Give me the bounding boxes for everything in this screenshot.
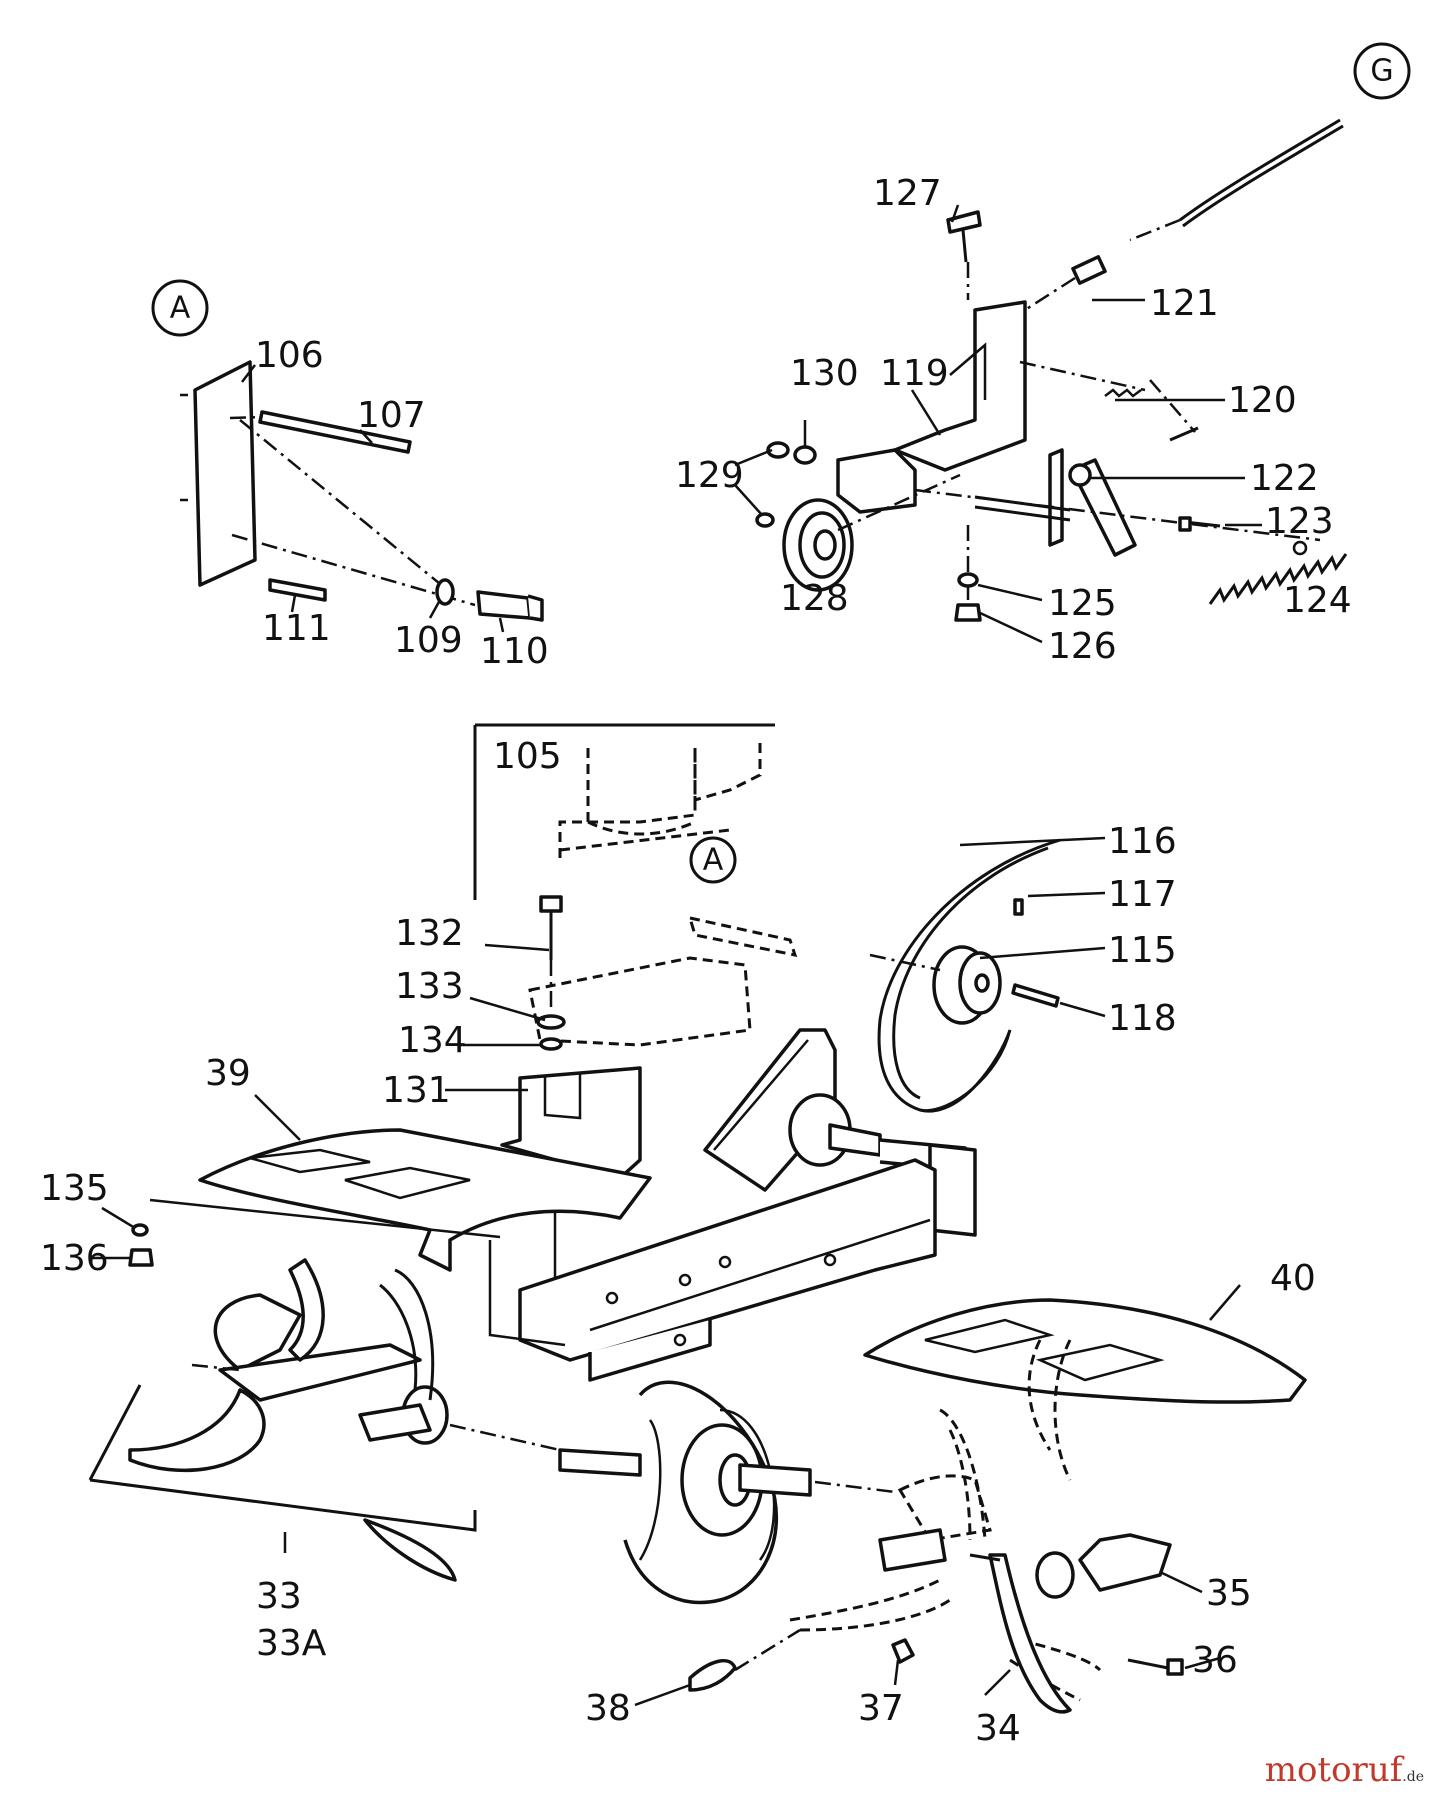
tine-blade-1: [128, 1388, 266, 1473]
cable: [1179, 118, 1341, 222]
label-106: 106: [255, 335, 324, 376]
label-119: 119: [880, 353, 949, 394]
stud-111: [268, 578, 327, 602]
label-117: 117: [1108, 874, 1177, 915]
detail-g-letter: G: [1370, 54, 1393, 89]
label-34: 34: [975, 1708, 1021, 1749]
nut-37: [891, 1638, 915, 1664]
label-33a: 33A: [256, 1623, 327, 1664]
label-129: 129: [675, 455, 744, 496]
label-118: 118: [1108, 998, 1177, 1039]
tine-shaft-left: [358, 1403, 432, 1442]
label-120: 120: [1228, 380, 1297, 421]
label-121: 121: [1150, 283, 1219, 324]
pin-118: [1011, 983, 1060, 1008]
lever-plate: [1048, 448, 1064, 547]
label-105: 105: [493, 736, 562, 777]
tine-35: [1078, 1533, 1172, 1592]
label-40: 40: [1270, 1258, 1316, 1299]
label-115: 115: [1108, 930, 1177, 971]
watermark-brand: motoruf: [1264, 1750, 1403, 1790]
mounting-plate: [193, 360, 257, 587]
part-labels: 127 121 120 130 119 129 122 123 124 128 …: [40, 173, 1352, 1749]
washer-134: [539, 1037, 563, 1051]
lock-washer-135: [131, 1223, 149, 1237]
washer: [766, 441, 790, 459]
label-133: 133: [395, 966, 464, 1007]
tine-hub-left: [213, 1293, 302, 1372]
detail-g-group: G: [755, 42, 1411, 622]
axle-left: [558, 1448, 642, 1477]
leaders-g: [734, 204, 1262, 644]
label-136: 136: [40, 1238, 109, 1279]
label-124: 124: [1283, 580, 1352, 621]
clevis: [878, 1528, 947, 1572]
tension-spring: [1208, 553, 1348, 605]
key-117: [1013, 898, 1024, 916]
leaders-a: [241, 364, 505, 633]
label-128: 128: [780, 578, 849, 619]
label-35: 35: [1206, 1573, 1252, 1614]
axle-right: [738, 1463, 812, 1497]
label-123: 123: [1265, 501, 1334, 542]
spring-small: [1104, 388, 1142, 398]
engine-base: [528, 956, 752, 1047]
label-116: 116: [1108, 821, 1177, 862]
detail-a-group: A: [151, 279, 544, 622]
label-130: 130: [790, 353, 859, 394]
engine-outline: [558, 748, 697, 862]
tine-blade-3: [363, 1518, 457, 1582]
label-132: 132: [395, 913, 464, 954]
hairpin-38: [688, 1658, 737, 1692]
tine-shield-left: [198, 1128, 652, 1272]
label-131: 131: [382, 1070, 451, 1111]
lock-washer: [957, 572, 979, 588]
pivot-block: [836, 448, 917, 514]
tine-34: [988, 1553, 1072, 1714]
label-39: 39: [205, 1053, 251, 1094]
detail-g-marker: [1353, 42, 1411, 100]
watermark-suffix: .de: [1402, 1769, 1424, 1785]
label-36: 36: [1192, 1640, 1238, 1681]
leaders-main: [92, 836, 1241, 1707]
label-33: 33: [256, 1576, 302, 1617]
detail-a-letter: A: [170, 291, 191, 326]
label-37: 37: [858, 1688, 904, 1729]
tine-blade-2: [288, 1258, 325, 1362]
label-109: 109: [394, 620, 463, 661]
detail-a-reference: [689, 836, 737, 884]
nut-136: [128, 1248, 154, 1267]
main-assembly: A: [88, 723, 1307, 1714]
label-126: 126: [1048, 626, 1117, 667]
cable-adjuster: [1071, 255, 1107, 285]
label-134: 134: [398, 1020, 467, 1061]
label-110: 110: [480, 631, 549, 672]
label-38: 38: [585, 1688, 631, 1729]
control-bracket: [893, 300, 1027, 472]
label-125: 125: [1048, 583, 1117, 624]
label-135: 135: [40, 1168, 109, 1209]
detail-a-marker: [151, 279, 209, 337]
label-111: 111: [262, 608, 331, 649]
tine-hub-right: [897, 1474, 992, 1542]
label-122: 122: [1250, 458, 1319, 499]
detail-a-ref-letter: A: [703, 843, 724, 878]
label-127: 127: [873, 173, 942, 214]
bolt-110: [476, 590, 532, 620]
main-frame: [518, 1158, 937, 1362]
label-107: 107: [357, 395, 426, 436]
nut: [954, 603, 982, 622]
washer-109: [435, 578, 455, 606]
watermark-logo: motoruf.de: [1265, 1750, 1424, 1790]
bolt-36: [1127, 1658, 1169, 1670]
gearbox-tower: [703, 1028, 837, 1192]
bolt-head: [946, 210, 982, 234]
